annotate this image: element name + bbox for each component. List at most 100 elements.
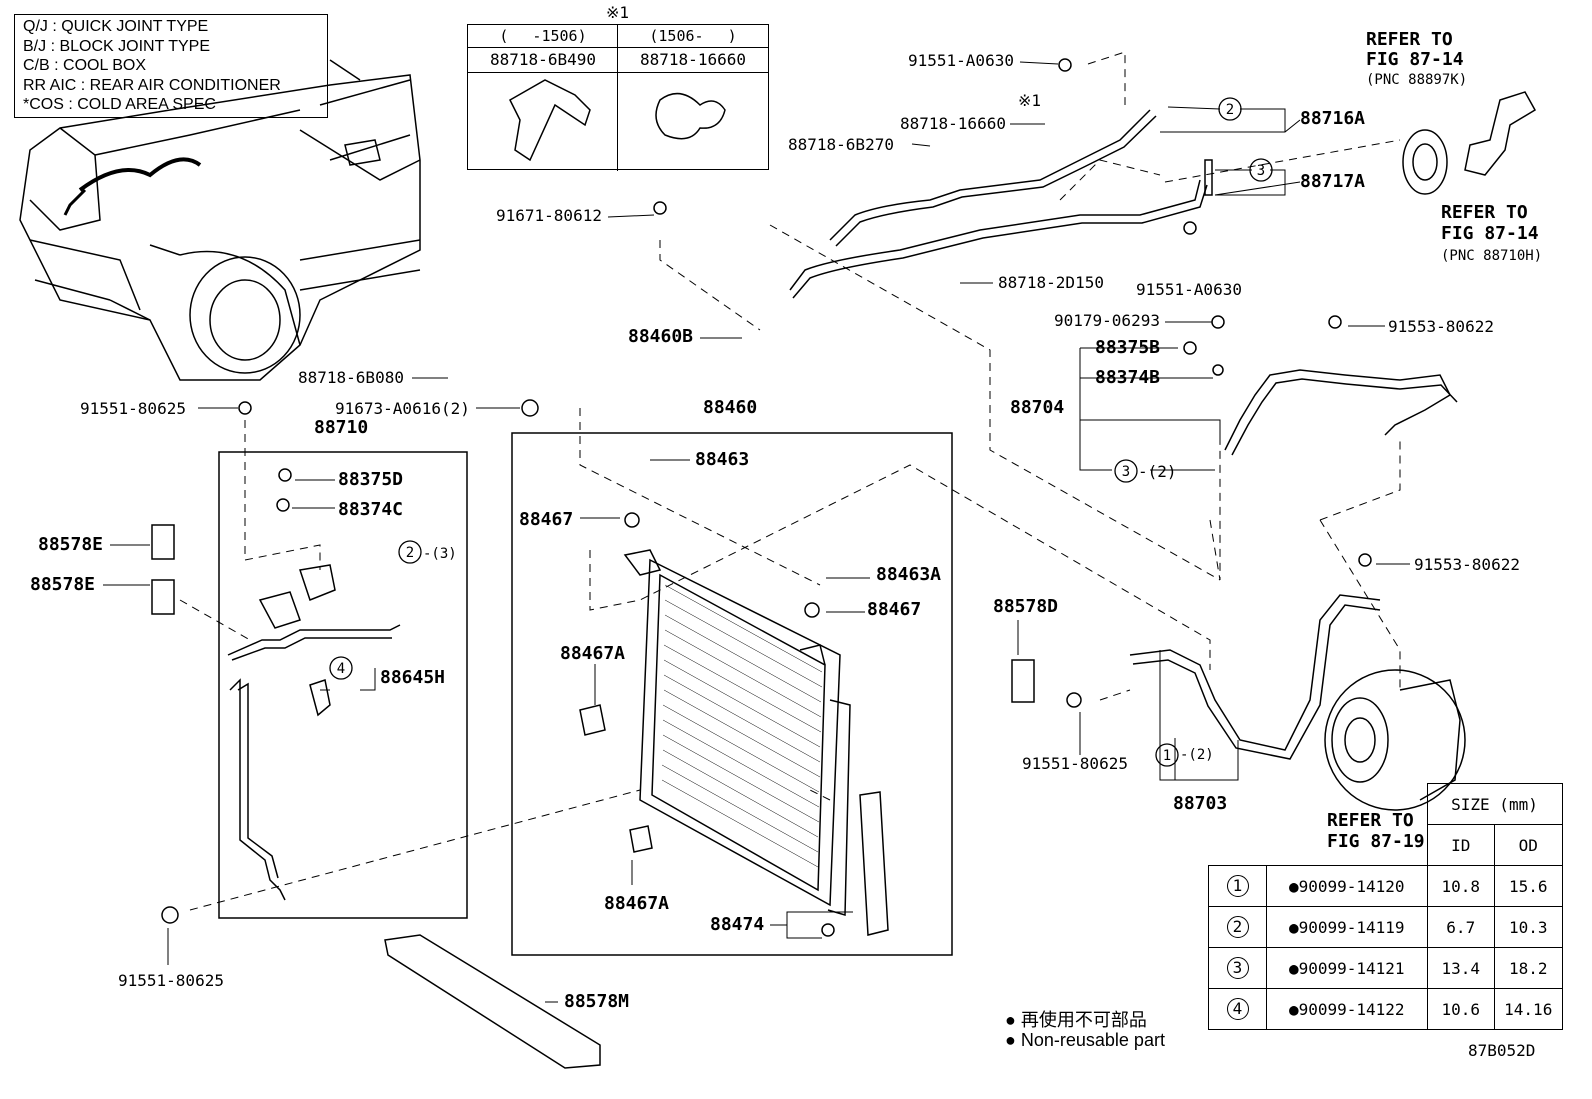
quantity-label: -(2) xyxy=(1180,747,1214,763)
part-label[interactable]: 88578E xyxy=(30,574,96,595)
o-ring-size-table: SIZE (mm) ID OD 1 ●90099-14120 10.8 15.6… xyxy=(1208,783,1563,1030)
spacer-cell xyxy=(1267,825,1428,866)
dashed-guide-lines xyxy=(179,51,1401,911)
compressor-fitting-drawing xyxy=(1402,91,1537,195)
part-label[interactable]: 91551-80625 xyxy=(80,399,186,418)
part-label[interactable]: 88718-6B270 xyxy=(788,135,894,154)
group-box-88460 xyxy=(511,432,953,956)
seal-ref-circles xyxy=(329,97,1273,767)
part-label[interactable]: 88375D xyxy=(338,469,404,490)
legend-line: B/J : BLOCK JOINT TYPE xyxy=(23,37,211,55)
part-label[interactable]: 88467A xyxy=(604,893,670,914)
part-label[interactable]: 88474 xyxy=(710,914,765,935)
clip-col1-header: ( -1506) xyxy=(468,25,618,48)
reference-text[interactable]: FIG 87-14 xyxy=(1441,223,1539,244)
seal-88578D xyxy=(1011,659,1035,703)
part-number[interactable]: ●90099-14120 xyxy=(1266,865,1428,907)
row-number: 3 xyxy=(1208,947,1267,989)
part-label[interactable]: 88375B xyxy=(1095,337,1161,358)
spacer-cell xyxy=(1209,825,1267,866)
reference-text[interactable]: FIG 87-19 xyxy=(1327,831,1425,852)
table-row: 1 ●90099-14120 10.8 15.6 xyxy=(1208,865,1563,907)
clip-16660-drawing xyxy=(655,92,726,140)
quantity-label: -(2) xyxy=(1138,462,1177,481)
clip-col2-part[interactable]: 88718-16660 xyxy=(618,48,768,73)
reference-text: REFER TO xyxy=(1441,202,1528,223)
part-label[interactable]: 88374B xyxy=(1095,367,1161,388)
spacer-cell xyxy=(1267,784,1428,825)
part-label[interactable]: 91673-A0616(2) xyxy=(335,399,470,418)
part-label[interactable]: 88467A xyxy=(560,643,626,664)
reference-text: REFER TO xyxy=(1366,29,1453,50)
part-label[interactable]: 88717A xyxy=(1300,171,1366,192)
seal-88578E-b xyxy=(151,579,175,615)
svg-text:2: 2 xyxy=(1226,102,1234,118)
table-row: 3 ●90099-14121 13.4 18.2 xyxy=(1208,947,1563,989)
hose-88703-drawing xyxy=(1129,594,1466,811)
clip-variant-table: ( -1506) (1506- ) 88718-6B490 88718-1666… xyxy=(467,24,769,171)
legend-line: *COS : COLD AREA SPEC xyxy=(23,96,216,113)
part-label[interactable]: 88463 xyxy=(695,449,750,470)
svg-text:1: 1 xyxy=(1163,748,1171,764)
legend-line: C/B : COOL BOX xyxy=(23,57,146,74)
part-number[interactable]: ●90099-14121 xyxy=(1266,947,1428,989)
row-number-circle: 1 xyxy=(1226,875,1249,897)
svg-text:3: 3 xyxy=(1122,464,1130,480)
clip-table-divider xyxy=(617,25,618,171)
part-label[interactable]: 88460B xyxy=(628,326,694,347)
part-label[interactable]: 88703 xyxy=(1173,793,1228,814)
pipe-88704-drawing xyxy=(1224,369,1458,456)
part-label[interactable]: 91551-A0630 xyxy=(908,51,1014,70)
tube-88710-drawing xyxy=(227,564,401,901)
part-label[interactable]: 91551-80625 xyxy=(118,971,224,990)
size-od: 15.6 xyxy=(1494,865,1563,907)
part-label[interactable]: 91553-80622 xyxy=(1414,555,1520,574)
size-id: 6.7 xyxy=(1426,906,1495,948)
svg-text:4: 4 xyxy=(337,661,345,677)
part-label[interactable]: 88467 xyxy=(867,599,922,620)
svg-text:3: 3 xyxy=(1257,163,1265,179)
abbreviation-legend: Q/J : QUICK JOINT TYPE B/J : BLOCK JOINT… xyxy=(14,14,328,118)
part-label[interactable]: 90179-06293 xyxy=(1054,311,1160,330)
part-label[interactable]: 88716A xyxy=(1300,108,1366,129)
part-label[interactable]: 88718-6B080 xyxy=(298,368,404,387)
size-od: 10.3 xyxy=(1494,906,1563,948)
spacer-cell xyxy=(1209,784,1267,825)
part-number[interactable]: ●90099-14122 xyxy=(1266,988,1428,1030)
part-label[interactable]: 91671-80612 xyxy=(496,206,602,225)
part-label[interactable]: 88374C xyxy=(338,499,404,520)
reference-text[interactable]: FIG 87-14 xyxy=(1366,49,1464,70)
part-label[interactable]: 88578E xyxy=(38,534,104,555)
row-number-circle: 3 xyxy=(1226,957,1249,979)
part-label[interactable]: 88704 xyxy=(1010,397,1065,418)
seal-88578M-drawing xyxy=(384,934,601,1069)
size-od: 14.16 xyxy=(1494,988,1563,1030)
part-label[interactable]: 91553-80622 xyxy=(1388,317,1494,336)
part-label[interactable]: 88578M xyxy=(564,991,630,1012)
part-label[interactable]: 91551-A0630 xyxy=(1136,280,1242,299)
bolt-icons xyxy=(161,58,1372,937)
row-number-circle: 2 xyxy=(1226,916,1249,938)
clip-col1-part[interactable]: 88718-6B490 xyxy=(468,48,618,73)
part-label[interactable]: 88460 xyxy=(703,397,758,418)
part-number[interactable]: ●90099-14119 xyxy=(1266,906,1428,948)
row-number: 2 xyxy=(1208,906,1267,948)
footnote-japanese: ● 再使用不可部品 xyxy=(1005,1010,1147,1030)
table-row: 2 ●90099-14119 6.7 10.3 xyxy=(1208,906,1563,948)
svg-text:2: 2 xyxy=(406,545,414,561)
part-label[interactable]: 91551-80625 xyxy=(1022,754,1128,773)
seal-ref-numbers: 2 3 3 2 4 1 xyxy=(337,102,1265,764)
reference-text: (PNC 88710H) xyxy=(1441,248,1543,264)
reference-text: REFER TO xyxy=(1327,810,1414,831)
quantity-label: -(3) xyxy=(423,546,457,562)
part-label[interactable]: 88467 xyxy=(519,509,574,530)
part-label[interactable]: 88463A xyxy=(876,564,942,585)
part-label[interactable]: 88645H xyxy=(380,667,446,688)
part-label[interactable]: 88578D xyxy=(993,596,1059,617)
row-number: 4 xyxy=(1208,988,1267,1030)
part-label[interactable]: 88718-2D150 xyxy=(998,273,1104,292)
row-number-circle: 4 xyxy=(1226,998,1249,1020)
part-label[interactable]: 88710 xyxy=(314,417,369,438)
part-label[interactable]: 88718-16660 xyxy=(900,114,1006,133)
